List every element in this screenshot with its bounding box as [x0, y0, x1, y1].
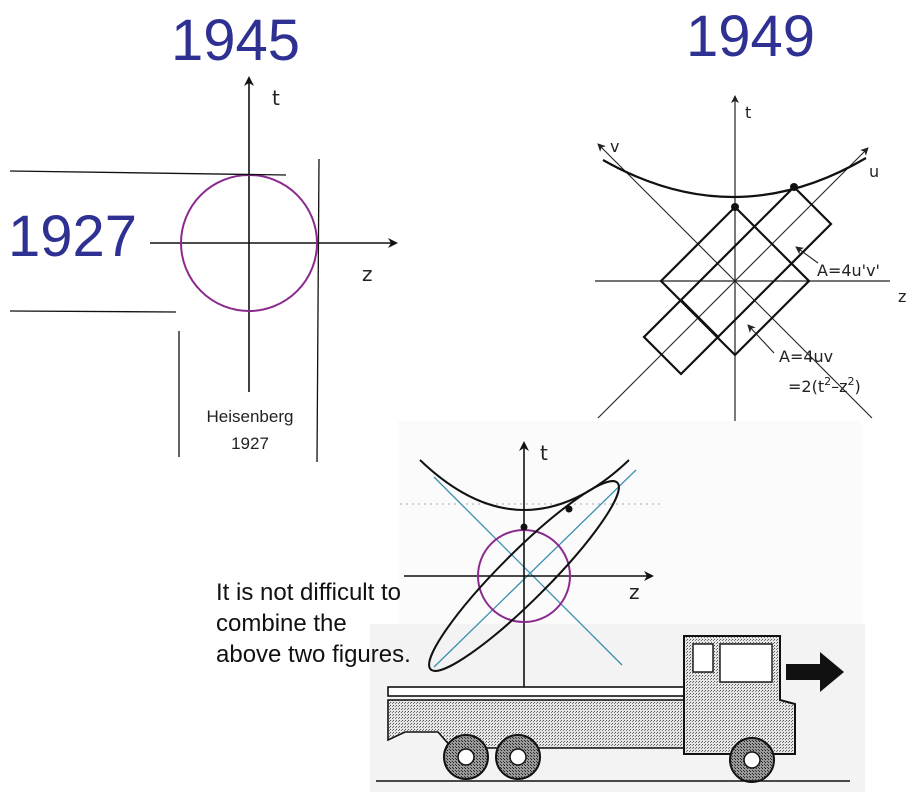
motion-arrow — [786, 652, 844, 692]
t-axis-label: t — [540, 441, 548, 465]
year-1945-label: 1945 — [171, 8, 301, 73]
figure-1945-heisenberg: t z — [9, 76, 398, 463]
rectangle-uv-prime — [679, 185, 833, 339]
vertex-point — [520, 523, 528, 531]
u-axis — [597, 147, 869, 419]
superscript-z: 2 — [848, 375, 855, 388]
upper-horizontal-line — [9, 170, 287, 176]
year-1927-label: 1927 — [8, 204, 138, 269]
arrow-A-prime — [795, 246, 819, 264]
heisenberg-year: 1927 — [231, 434, 269, 453]
diagonal-teal-2 — [433, 476, 623, 666]
cab-window-left — [692, 643, 714, 673]
t-axis-label: t — [272, 86, 280, 110]
truck — [376, 635, 850, 783]
caption-text: It is not difficult to combine the above… — [216, 579, 411, 668]
v-axis-label: v — [610, 137, 619, 156]
cab-window-right — [719, 643, 773, 683]
z-axis-label: z — [362, 262, 373, 286]
figure-combined: t z — [370, 421, 865, 792]
year-1949-label: 1949 — [686, 4, 816, 69]
area-expanded-label: =2(t2–z2) — [788, 375, 861, 396]
figure-1949-lightcone: t v u z A=4u'v' A=4uv =2(t2–z2) — [595, 95, 906, 442]
area-prime-label: A=4u'v' — [817, 261, 880, 280]
rectangle-uv-prime-lower — [642, 298, 720, 376]
tangent-point — [565, 505, 573, 513]
area-expanded-prefix: =2(t — [788, 377, 824, 396]
heisenberg-label: Heisenberg 1927 — [190, 403, 310, 457]
area-expanded-mid: –z — [831, 377, 847, 396]
superscript-t: 2 — [824, 375, 831, 388]
hyperbola — [602, 157, 867, 199]
v-axis — [597, 143, 873, 419]
z-axis-label: z — [629, 580, 640, 604]
squeezed-ellipse — [428, 480, 620, 672]
lower-horizontal-line — [9, 310, 177, 313]
area-expanded-suffix: ) — [855, 377, 861, 396]
diagonal-teal-1 — [433, 469, 637, 668]
area-label: A=4uv — [779, 347, 833, 366]
u-axis-label: u — [869, 162, 879, 181]
z-axis-label: z — [898, 287, 906, 306]
right-vertical-line — [316, 158, 320, 463]
heisenberg-name: Heisenberg — [206, 407, 294, 426]
arrow-A — [747, 324, 775, 354]
hyperbola — [419, 459, 630, 511]
truck-bed-rail — [387, 686, 685, 697]
t-axis-label: t — [745, 103, 751, 122]
square-uv — [659, 205, 811, 357]
